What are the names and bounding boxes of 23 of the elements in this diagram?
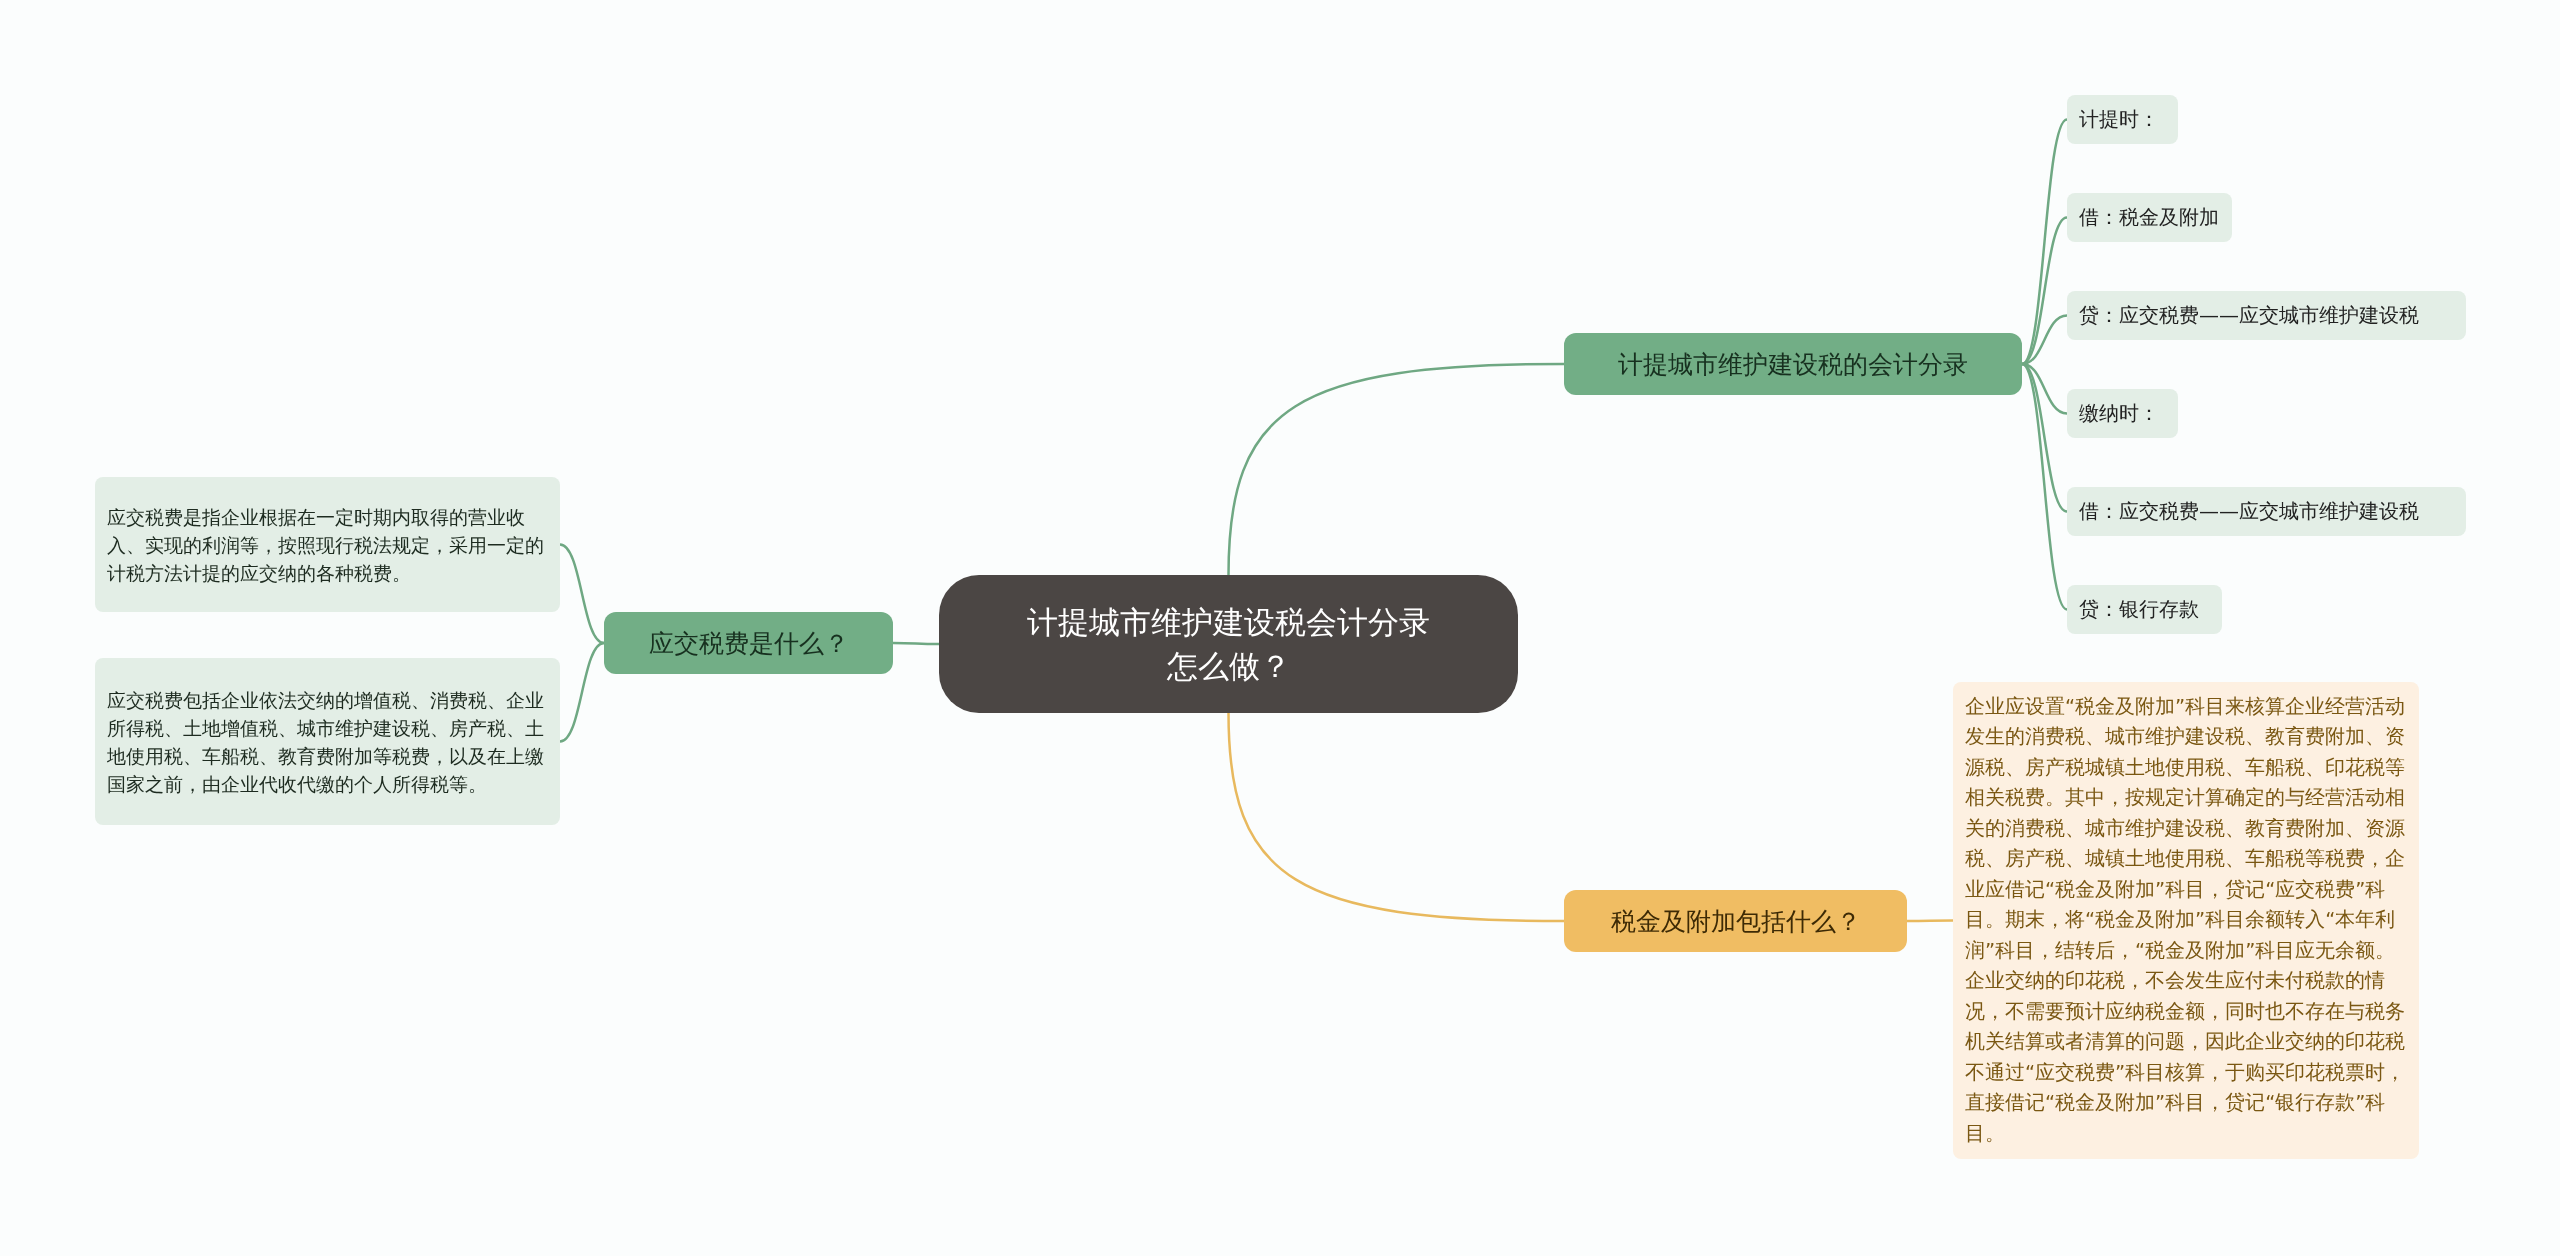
- leaf-topic: 缴纳时：: [2067, 389, 2178, 438]
- branch-topic: 应交税费是什么？: [604, 612, 893, 674]
- connector-line: [2021, 216, 2068, 366]
- leaf-topic: 贷：应交税费——应交城市维护建设税: [2067, 291, 2466, 340]
- note-card: 应交税费包括企业依法交纳的增值税、消费税、企业所得税、土地增值税、城市维护建设税、房产税、土地使用税、车船税、教育费附加等税费，以及在上缴国家之前，由企业代收代缴的个人所得税等。: [95, 658, 560, 825]
- connector-line: [559, 641, 605, 743]
- connector-line: [2021, 118, 2068, 365]
- leaf-topic: 借：税金及附加: [2067, 193, 2232, 242]
- connector-line: [2021, 362, 2068, 513]
- note-card: 应交税费是指企业根据在一定时期内取得的营业收入、实现的利润等，按照现行税法规定，采用一定的计税方法计提的应交纳的各种税费。: [95, 477, 560, 612]
- branch-topic: 计提城市维护建设税的会计分录: [1564, 333, 2022, 395]
- connector-line: [893, 641, 939, 646]
- leaf-topic: 借：应交税费——应交城市维护建设税: [2067, 487, 2466, 536]
- connector-line: [1227, 362, 1564, 576]
- leaf-topic: 计提时：: [2067, 95, 2178, 144]
- branch-topic: 税金及附加包括什么？: [1564, 890, 1907, 952]
- connector-line: [559, 543, 605, 645]
- connector-line: [1907, 919, 1953, 923]
- leaf-topic: 贷：银行存款: [2067, 585, 2222, 634]
- central-topic: 计提城市维护建设税会计分录怎么做？: [939, 575, 1518, 713]
- connector-line: [2021, 363, 2068, 611]
- connector-line: [1227, 712, 1564, 923]
- note-card: 企业应设置“税金及附加”科目来核算企业经营活动发生的消费税、城市维护建设税、教育费附加、资源税、房产税城镇土地使用税、车船税、印花税等相关税费。其中，按规定计算确定的与经营活动相关的消费税、城市维护建设税、教育费附加、资源税、房产税、城镇土地使用税、车船税等税费，企业应借记“税金及附加”科目，贷记“应交税费”科目。期末，将“税金及附加”科目余额转入“本年利润”科目，结转后，“税金及附加”科目应无余额。企业交纳的印花税，不会发生应付未付税款的情况，不需要预计应纳税金额，同时也不存在与税务机关结算或者清算的问题，因此企业交纳的印花税不通过“应交税费”科目核算，于购买印花税票时，直接借记“税金及附加”科目，贷记“银行存款”科目。: [1953, 682, 2419, 1159]
